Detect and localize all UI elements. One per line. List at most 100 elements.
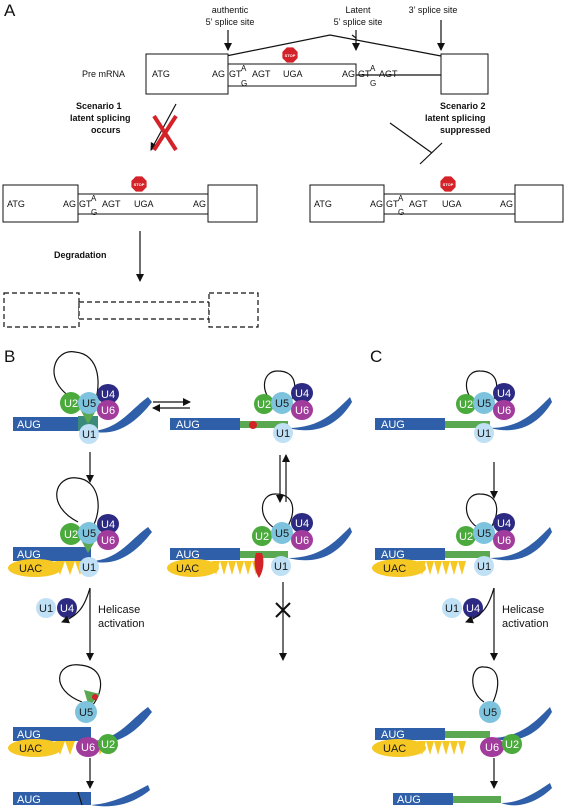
scenario2-inhibit-line (389, 122, 433, 154)
c2-aug: AUG (381, 549, 405, 561)
b1-u6: U6 (101, 405, 115, 417)
scenario1-line3: occurs (91, 125, 121, 135)
c-released-u4 (463, 598, 483, 618)
c-final-product (393, 783, 552, 806)
b-final-product (13, 785, 150, 807)
b1-u4: U4 (101, 389, 115, 401)
three-prime-label: 3’ splice site (409, 5, 458, 15)
c1-u2: U2 (459, 399, 473, 411)
c1-u6: U6 (497, 405, 511, 417)
b1r-u2: U2 (257, 399, 271, 411)
s1-g-sub: G (91, 208, 97, 217)
pre-mrna-label: Pre mRNA (82, 69, 125, 79)
b4-aug: AUG (17, 794, 41, 806)
b1r-u4: U4 (295, 388, 309, 400)
degraded-exon1 (3, 292, 80, 328)
b2-u6: U6 (101, 535, 115, 547)
b1r-u6: U6 (295, 405, 309, 417)
s1-uga: UGA (134, 199, 154, 209)
b2r-u5: U5 (275, 528, 289, 540)
b2-u5: U5 (82, 528, 96, 540)
stop-icon: STOP (281, 46, 299, 64)
svg-text:STOP: STOP (443, 182, 454, 187)
scenario1-line2: latent splicing (70, 113, 131, 123)
b2-uac: UAC (19, 563, 42, 575)
blocked-x-icon (152, 114, 178, 152)
c2-uac: UAC (383, 563, 406, 575)
pre-g-sub: G (241, 79, 247, 88)
s2-atg: ATG (314, 199, 332, 209)
pre-exon2 (440, 53, 489, 95)
latent-label: Latent (345, 5, 371, 15)
c3-u5: U5 (483, 707, 497, 719)
s1-exon1 (2, 184, 79, 223)
c-row1 (375, 370, 552, 443)
b1-aug: AUG (17, 419, 41, 431)
b2r-aug: AUG (176, 549, 200, 561)
s2-g-sub: G (398, 208, 404, 217)
s1-ag2: AG (193, 199, 206, 209)
b2r-u4: U4 (295, 518, 309, 530)
s1-a-sup: A (91, 194, 97, 203)
b1-u2: U2 (64, 398, 78, 410)
c2-u6: U6 (497, 535, 511, 547)
s1-atg: ATG (7, 199, 25, 209)
c-row2 (372, 493, 552, 577)
scenario2-inhibit-bar (419, 142, 443, 165)
s1-ag: AG (63, 199, 76, 209)
c3-u2: U2 (505, 739, 519, 751)
c1-aug: AUG (381, 419, 405, 431)
pre-gt2: GT (358, 69, 371, 79)
c3-uac: UAC (383, 743, 406, 755)
pre-ag: AG (212, 69, 225, 79)
pre-atg: ATG (152, 69, 170, 79)
c-rel-u1-text: U1 (445, 603, 459, 615)
panel-label-a: A (4, 1, 16, 20)
b1-u1: U1 (82, 429, 96, 441)
pre-exon1 (145, 53, 229, 95)
authentic-sub-label: 5’ splice site (206, 17, 255, 27)
b-rel-u1-text: U1 (39, 603, 53, 615)
pre-gt: GT (229, 69, 242, 79)
b-row1-right (170, 370, 352, 431)
b2-aug: AUG (17, 549, 41, 561)
pre-agt: AGT (252, 69, 271, 79)
c-row3 (372, 666, 552, 757)
b3-uac: UAC (19, 743, 42, 755)
b-helicase-1: Helicase (98, 604, 140, 616)
b1-u5: U5 (82, 398, 96, 410)
b1r-u1: U1 (276, 428, 290, 440)
c2-u5: U5 (477, 528, 491, 540)
b3-u5: U5 (79, 707, 93, 719)
s2-ag2: AG (500, 199, 513, 209)
s2-a-sup: A (398, 194, 404, 203)
s1-gt: GT (79, 199, 92, 209)
b3-aug: AUG (17, 729, 41, 741)
b-row2-left (8, 477, 152, 577)
latent-sub-label: 5’ splice site (334, 17, 383, 27)
b-row2-right (167, 493, 352, 578)
scenario1-line1: Scenario 1 (76, 101, 122, 111)
pre-uga: UGA (283, 69, 303, 79)
panel-label-b: B (4, 347, 15, 366)
c4-aug: AUG (397, 794, 421, 806)
pre-a-sup2: A (370, 64, 376, 73)
pre-a-sup: A (241, 64, 247, 73)
c-rel-u4-text: U4 (466, 603, 480, 615)
b2-u4: U4 (101, 519, 115, 531)
b-rel-u4-text: U4 (60, 603, 74, 615)
degradation-label: Degradation (54, 250, 107, 260)
s1-exon2 (207, 184, 258, 223)
svg-text:STOP: STOP (285, 53, 296, 58)
scenario2-line1: Scenario 2 (440, 101, 486, 111)
b-released-u4 (57, 598, 77, 618)
scenario1-arrow (150, 103, 177, 151)
s1-stop-icon: STOP (130, 175, 148, 193)
degraded-retained (78, 301, 210, 320)
s2-uga: UGA (442, 199, 462, 209)
c-helicase-2: activation (502, 618, 548, 630)
c-helicase-1: Helicase (502, 604, 544, 616)
s2-agt: AGT (409, 199, 428, 209)
b2-u2: U2 (64, 529, 78, 541)
